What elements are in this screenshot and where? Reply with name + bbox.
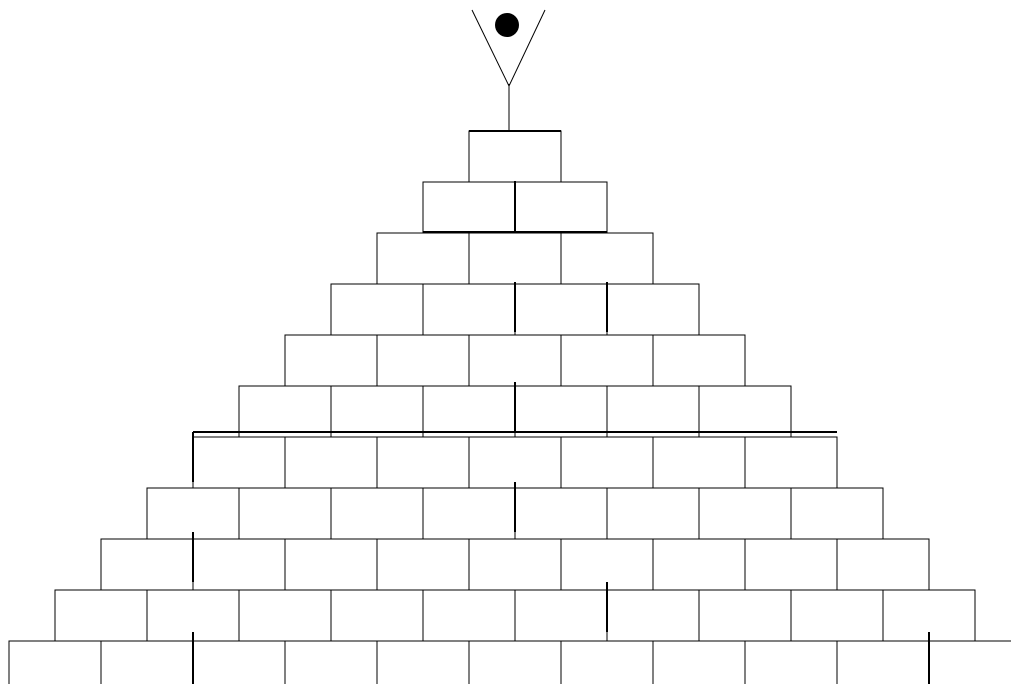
pyramid-block — [239, 590, 331, 641]
pyramid-block — [377, 233, 469, 284]
pyramid-block — [239, 488, 331, 539]
pyramid-block — [699, 488, 791, 539]
pyramid-block — [377, 335, 469, 386]
pyramid-block — [331, 488, 423, 539]
pyramid-blocks — [9, 131, 1011, 684]
pyramid-block — [377, 641, 469, 684]
pyramid-block — [469, 641, 561, 684]
pyramid-block — [607, 590, 699, 641]
pyramid-block — [561, 335, 653, 386]
pyramid-block — [377, 437, 469, 488]
pyramid-block — [653, 641, 745, 684]
pyramid-block — [331, 284, 423, 335]
pyramid-block — [469, 437, 561, 488]
pyramid-block — [55, 590, 147, 641]
pyramid-block — [745, 437, 837, 488]
pyramid-block — [331, 386, 423, 437]
pyramid-block — [561, 233, 653, 284]
pyramid-block — [515, 182, 607, 233]
pyramid-block — [837, 641, 929, 684]
pyramid-block — [837, 539, 929, 590]
pyramid-block — [101, 641, 193, 684]
pyramid-block — [147, 488, 239, 539]
pyramid-block — [515, 386, 607, 437]
pyramid-block — [515, 590, 607, 641]
pyramid-block — [423, 488, 515, 539]
pyramid-block — [423, 284, 515, 335]
pyramid-block — [929, 641, 1011, 684]
pyramid-block — [285, 641, 377, 684]
pyramid-block — [423, 182, 515, 233]
pyramid-block — [469, 233, 561, 284]
pyramid-block — [9, 641, 101, 684]
pyramid-block — [423, 386, 515, 437]
pyramid-block — [331, 590, 423, 641]
pyramid-block — [699, 386, 791, 437]
pyramid-block — [193, 641, 285, 684]
pyramid-block — [285, 437, 377, 488]
pyramid-block — [561, 641, 653, 684]
pyramid-block — [607, 386, 699, 437]
pyramid-block — [653, 437, 745, 488]
pyramid-block — [285, 539, 377, 590]
figure-head — [495, 13, 519, 37]
pyramid-block — [101, 539, 193, 590]
pyramid-block — [745, 539, 837, 590]
pyramid-block — [377, 539, 469, 590]
pyramid-block — [607, 488, 699, 539]
pyramid-block — [193, 437, 285, 488]
pyramid-block — [699, 590, 791, 641]
pyramid-block — [653, 335, 745, 386]
pyramid-block — [607, 284, 699, 335]
pyramid-block — [561, 437, 653, 488]
pyramid-block — [423, 590, 515, 641]
pyramid-block — [515, 488, 607, 539]
pyramid-block — [791, 488, 883, 539]
pyramid-block — [193, 539, 285, 590]
pyramid-block — [469, 539, 561, 590]
stick-figure — [472, 10, 545, 131]
pyramid-block — [239, 386, 331, 437]
pyramid-block — [745, 641, 837, 684]
pyramid-block — [469, 131, 561, 182]
pyramid-block — [285, 335, 377, 386]
pyramid-block — [469, 335, 561, 386]
pyramid-block — [791, 590, 883, 641]
pyramid-block — [515, 284, 607, 335]
pyramid-block — [653, 539, 745, 590]
